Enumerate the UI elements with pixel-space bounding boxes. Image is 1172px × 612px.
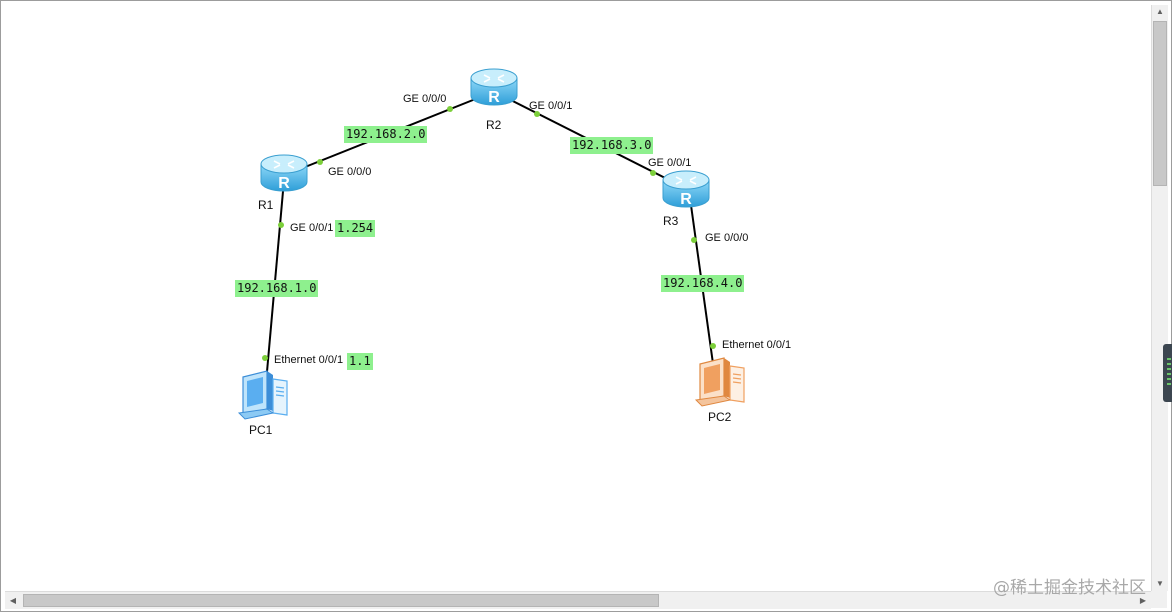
port-dot-pc1-eth — [262, 355, 268, 361]
svg-text:R: R — [278, 175, 290, 192]
note-net-r2-r3[interactable]: 192.168.3.0 — [570, 137, 654, 154]
port-label-pc2-eth: Ethernet 0/0/1 — [722, 339, 792, 351]
port-label-r2-ge000: GE 0/0/0 — [403, 93, 447, 105]
horizontal-scrollbar[interactable]: ◀ ▶ — [5, 591, 1151, 609]
note-net-r1-pc1[interactable]: 192.168.1.0 — [235, 280, 319, 297]
port-dot-r2-ge000 — [447, 106, 453, 112]
port-label-r3-ge001: GE 0/0/1 — [648, 157, 692, 169]
watermark: @稀土掘金技术社区 — [993, 578, 1146, 598]
router-r1[interactable]: R — [259, 151, 309, 202]
scroll-left-icon[interactable]: ◀ — [9, 596, 17, 605]
port-label-r1-ge000: GE 0/0/0 — [328, 166, 372, 178]
note-net-r3-pc2[interactable]: 192.168.4.0 — [661, 275, 745, 292]
port-label-r3-ge000: GE 0/0/0 — [705, 232, 749, 244]
side-panel-handle[interactable] — [1163, 344, 1172, 402]
port-dot-pc2-eth — [710, 343, 716, 349]
router-r3[interactable]: R — [661, 167, 711, 218]
router-r3-label: R3 — [663, 214, 679, 228]
note-net-r1-r2[interactable]: 192.168.2.0 — [344, 126, 428, 143]
pc-icon — [237, 370, 288, 420]
svg-text:R: R — [680, 191, 692, 208]
svg-text:R: R — [488, 89, 500, 106]
vertical-scrollbar[interactable]: ▲ ▼ — [1151, 5, 1168, 591]
horizontal-scroll-thumb[interactable] — [23, 594, 659, 607]
vertical-scroll-thumb[interactable] — [1153, 21, 1167, 186]
scroll-right-icon[interactable]: ▶ — [1139, 596, 1147, 605]
scroll-up-icon[interactable]: ▲ — [1156, 7, 1164, 16]
note-pc1-ip[interactable]: 1.1 — [347, 353, 373, 370]
port-dot-r3-ge000 — [691, 237, 697, 243]
port-dot-r2-ge001 — [534, 111, 540, 117]
links-layer — [262, 91, 716, 384]
port-dot-r1-ge001 — [278, 222, 284, 228]
scrollbar-corner — [1151, 591, 1167, 608]
router-r2[interactable]: R — [469, 65, 519, 116]
pc1[interactable] — [233, 369, 291, 426]
port-dot-r1-ge000 — [317, 159, 323, 165]
topology-canvas[interactable]: R R2 R R1 — [5, 5, 1151, 591]
port-label-pc1-eth: Ethernet 0/0/1 — [274, 354, 344, 366]
router-icon: R — [470, 68, 518, 106]
note-r1-ge001-ip[interactable]: 1.254 — [335, 220, 376, 237]
scroll-down-icon[interactable]: ▼ — [1156, 579, 1164, 588]
router-icon: R — [662, 170, 710, 208]
router-r2-label: R2 — [486, 118, 502, 132]
port-label-r2-ge001: GE 0/0/1 — [529, 100, 573, 112]
pc-icon — [694, 357, 745, 407]
port-label-r1-ge001: GE 0/0/1 — [290, 222, 334, 234]
pc2-label: PC2 — [708, 410, 732, 424]
pc2[interactable] — [690, 356, 748, 413]
pc1-label: PC1 — [249, 423, 273, 437]
router-icon: R — [260, 154, 308, 192]
port-dot-r3-ge001 — [650, 170, 656, 176]
router-r1-label: R1 — [258, 198, 274, 212]
